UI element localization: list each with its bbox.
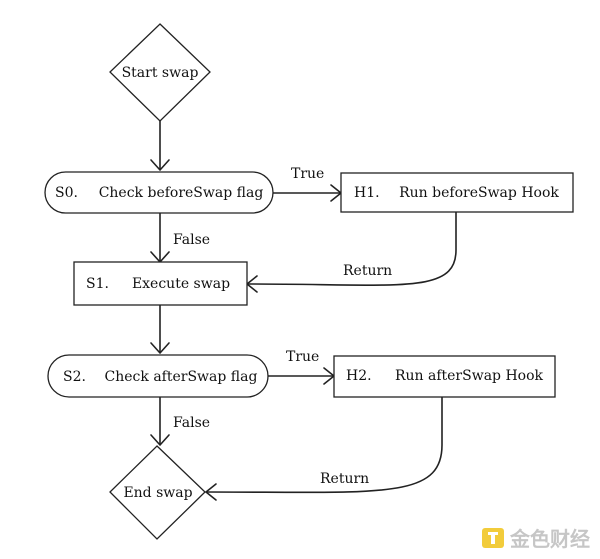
golden-cube-logo-icon [482,528,504,548]
s1-node-id: S1. [86,276,109,292]
edge-h2-to-end: Return [205,397,443,501]
end-node-label: End swap [123,485,192,501]
s2-node-id: S2. [63,369,86,385]
watermark: 金色财经 [482,527,590,551]
s0-node-id: S0. [55,185,78,201]
h1-node-label: Run beforeSwap Hook [399,185,559,201]
h1-node-id: H1. [354,185,380,201]
edge-label-true-1: True [291,166,324,182]
edge-label-return-1: Return [343,263,392,279]
end-node: End swap [109,445,206,540]
s1-node: S1. Execute swap [73,261,248,306]
start-node-label: Start swap [122,65,199,81]
edge-label-false-1: False [173,232,210,248]
s1-node-label: Execute swap [132,276,230,292]
h1-node: H1. Run beforeSwap Hook [340,172,574,213]
s0-node: S0. Check beforeSwap flag [44,171,274,214]
watermark-text: 金色财经 [509,527,590,551]
edge-s0-to-s1: False [150,213,210,263]
edge-label-return-2: Return [320,471,369,487]
s0-node-label: Check beforeSwap flag [99,185,264,201]
edge-start-to-s0 [150,121,170,171]
s2-node-label: Check afterSwap flag [105,369,258,385]
start-node: Start swap [109,23,211,122]
h2-node: H2. Run afterSwap Hook [333,355,556,398]
s2-node: S2. Check afterSwap flag [47,354,269,398]
edge-h1-to-s1: Return [246,212,457,293]
edge-s2-to-end: False [150,397,210,446]
edge-label-false-2: False [173,415,210,431]
edge-s1-to-s2 [150,305,170,354]
edge-s2-to-h2: True [268,349,335,385]
edge-s0-to-h1: True [273,166,342,202]
edge-label-true-2: True [286,349,319,365]
h2-node-label: Run afterSwap Hook [395,368,544,384]
h2-node-id: H2. [346,368,372,384]
